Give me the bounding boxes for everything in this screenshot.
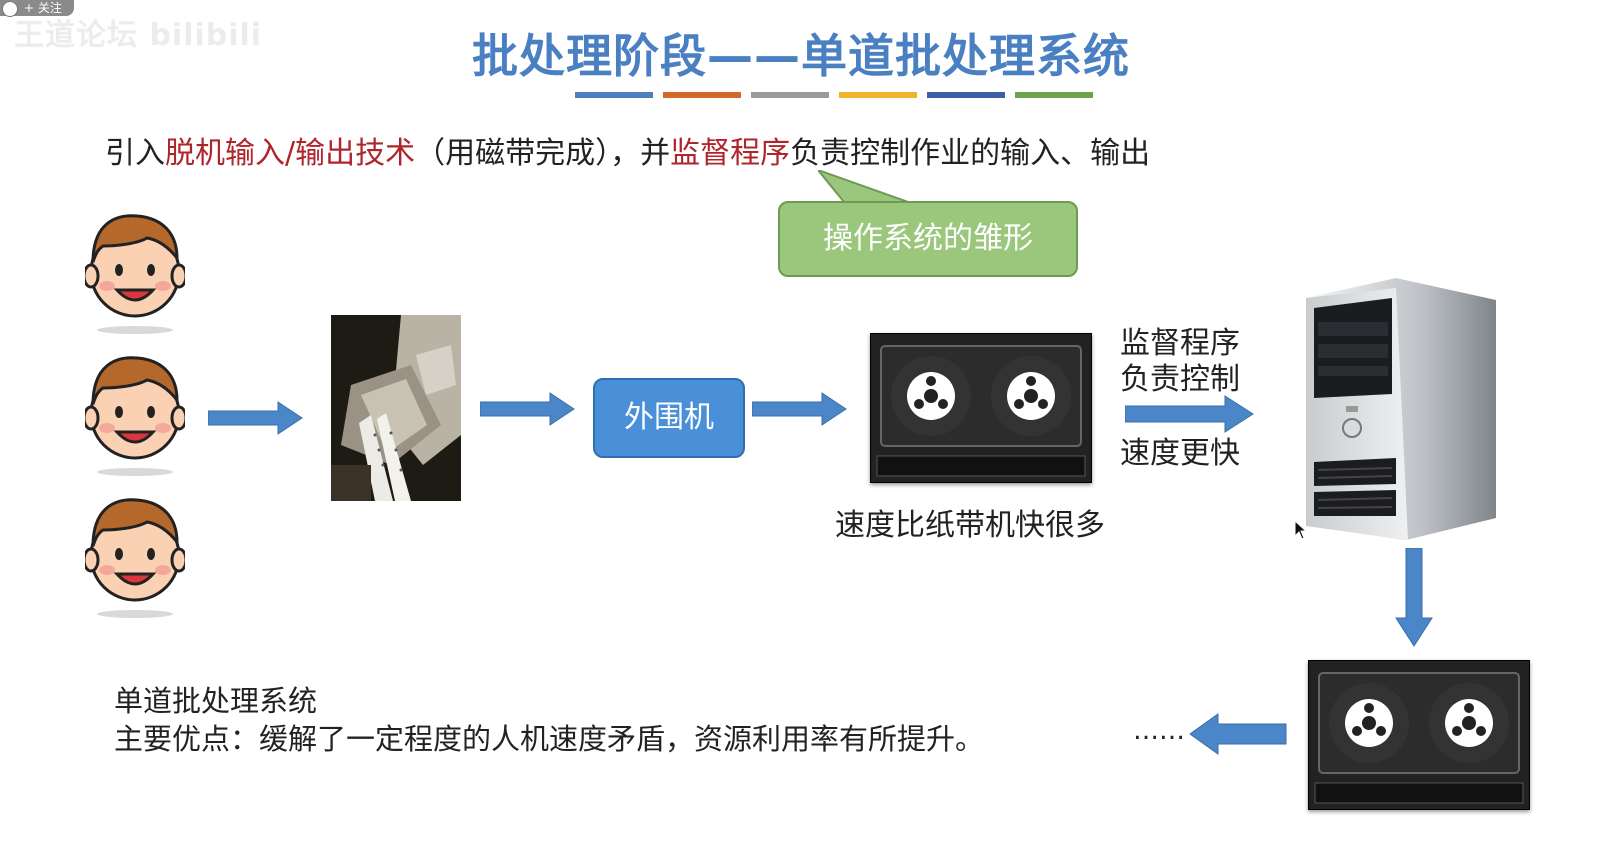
tape-speed-caption: 速度比纸带机快很多 [835, 500, 1105, 544]
intro-part1: 引入 [105, 136, 165, 171]
title-bar-4 [839, 92, 917, 98]
arrow-left-icon [1188, 712, 1288, 756]
face-shadow [97, 326, 173, 334]
title-bar-6 [1015, 92, 1093, 98]
arrow-right-icon [208, 400, 304, 436]
face-shadow [97, 610, 173, 618]
monitor-label-line2: 负责控制 [1120, 354, 1240, 398]
intro-text: 引入脱机输入/输出技术（用磁带完成），并监督程序负责控制作业的输入、输出 [105, 128, 1150, 172]
title-color-bars [575, 92, 1093, 98]
magnetic-tape-icon [870, 333, 1092, 483]
summary-text: 主要优点：缓解了一定程度的人机速度矛盾，资源利用率有所提升。 [114, 716, 984, 758]
summary-title: 单道批处理系统 [114, 678, 317, 720]
arrow-right-icon [752, 391, 848, 427]
speed-label: 速度更快 [1120, 428, 1240, 472]
magnetic-tape-icon [1308, 660, 1530, 810]
user-face-icon [85, 210, 185, 334]
peripheral-machine-box: 外围机 [593, 378, 745, 458]
title-bar-1 [575, 92, 653, 98]
user-face-icon [85, 352, 185, 476]
title-bar-2 [663, 92, 741, 98]
paper-tape-machine-image [331, 315, 461, 501]
slide-title: 批处理阶段——单道批处理系统 [0, 20, 1602, 86]
ellipsis: …… [1133, 716, 1185, 746]
intro-highlight-offline-io: 脱机输入/输出技术 [165, 136, 415, 171]
computer-tower-icon [1296, 278, 1502, 540]
mouse-cursor-icon [1294, 520, 1308, 540]
arrow-right-icon [480, 391, 576, 427]
face-shadow [97, 468, 173, 476]
title-bar-5 [927, 92, 1005, 98]
intro-part3: 负责控制作业的输入、输出 [790, 136, 1150, 171]
callout-os-prototype: 操作系统的雏形 [778, 201, 1078, 277]
title-bar-3 [751, 92, 829, 98]
intro-highlight-monitor: 监督程序 [670, 136, 790, 171]
intro-part2: （用磁带完成），并 [415, 136, 670, 171]
arrow-down-icon [1394, 548, 1434, 648]
user-face-icon [85, 494, 185, 618]
